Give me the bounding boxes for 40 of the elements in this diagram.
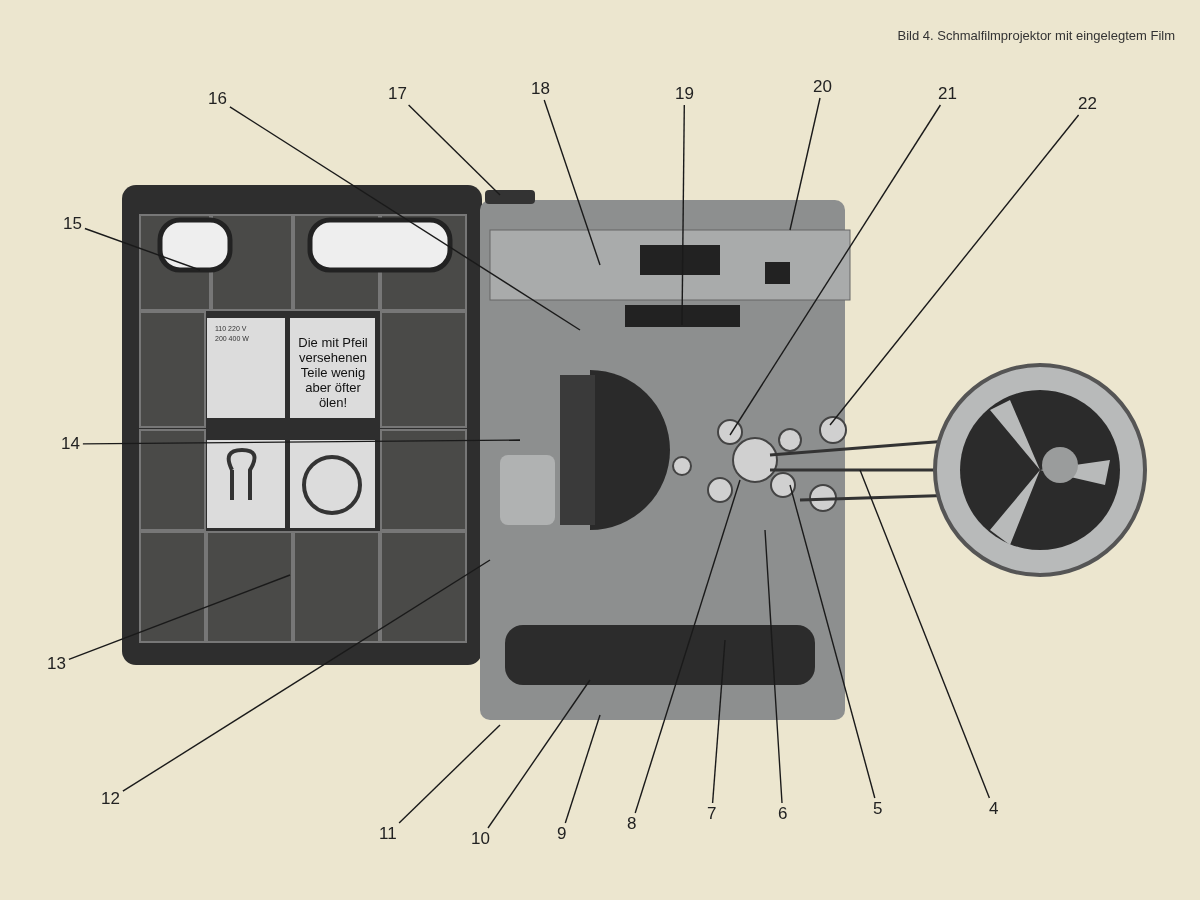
callout-number: 4 (988, 800, 1000, 818)
instruction-text: Die mit Pfeil versehenen Teile wenig aber öfter ölen! (297, 335, 369, 410)
callout-number: 20 (812, 78, 833, 96)
leader-line (229, 106, 581, 331)
callout-number: 12 (100, 790, 121, 808)
leader-line (407, 104, 501, 196)
leader-line (487, 679, 591, 829)
leader-line (543, 99, 601, 266)
leader-line (764, 529, 783, 804)
callout-number: 15 (62, 215, 83, 233)
callout-number: 8 (626, 815, 638, 833)
callout-number: 5 (872, 800, 884, 818)
leader-line (711, 639, 726, 804)
callout-number: 10 (470, 830, 491, 848)
leader-line (829, 114, 1080, 426)
callout-number: 9 (556, 825, 568, 843)
callout-number: 7 (706, 805, 718, 823)
callout-number: 16 (207, 90, 228, 108)
callout-number: 6 (777, 805, 789, 823)
leader-line (84, 227, 201, 271)
leader-line (122, 559, 491, 792)
leader-line (681, 104, 685, 326)
callout-number: 14 (60, 435, 81, 453)
leader-line (789, 484, 876, 799)
callout-number: 11 (378, 825, 398, 843)
leader-line (859, 469, 991, 799)
leader-line (68, 574, 291, 660)
callout-number: 22 (1077, 95, 1098, 113)
callout-number: 17 (387, 85, 408, 103)
leader-line (82, 439, 521, 445)
callout-number: 19 (674, 85, 695, 103)
callout-number: 13 (46, 655, 67, 673)
callout-number: 21 (937, 85, 958, 103)
callout-number: 18 (530, 80, 551, 98)
leader-line (634, 479, 741, 814)
leader-line (789, 97, 821, 231)
leader-line (729, 104, 942, 436)
leader-line (564, 714, 601, 824)
leader-line (398, 724, 501, 824)
caption-text: Bild 4. Schmalfilmprojektor mit eingelegtem Film (897, 28, 1175, 43)
